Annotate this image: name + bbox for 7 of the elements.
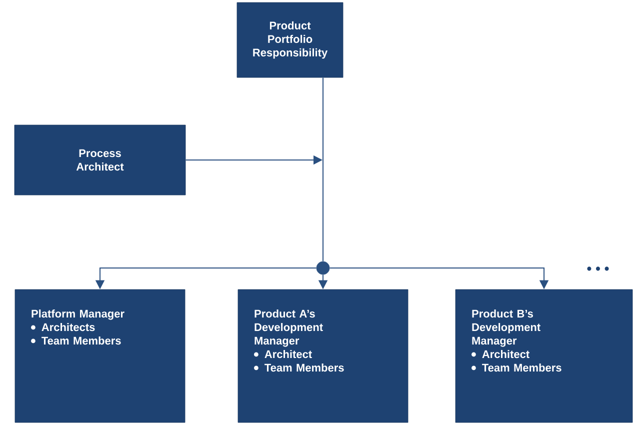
ellipsis-mark: • • •: [587, 266, 609, 271]
role-box: Product A’s Development Manager Architect Team Members: [238, 289, 408, 423]
role-box: Product B’s Development Manager Architect Team Members: [455, 289, 633, 423]
role-box: Product Portfolio Responsibility: [236, 2, 344, 78]
role-box: Process Architect: [14, 124, 186, 196]
role-box: Platform Manager Architects Team Members: [14, 289, 186, 423]
junction-dot: [316, 261, 330, 275]
